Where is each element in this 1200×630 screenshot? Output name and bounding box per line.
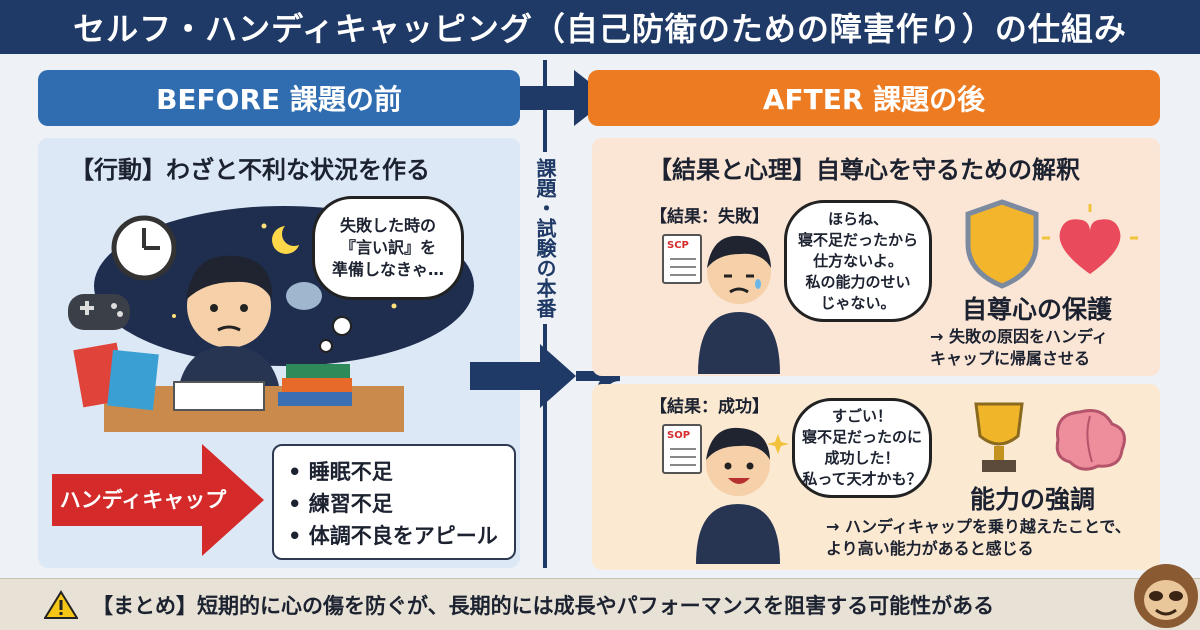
failure-speech-bubble: ほらね、 寝不足だったから 仕方ないよ。 私の能力のせい じゃない。 [784, 200, 932, 322]
night-study-illustration [68, 206, 474, 432]
sad-student-icon [698, 235, 780, 374]
handicap-label: ハンディキャップ [59, 488, 227, 512]
sloth-icon [1134, 564, 1198, 628]
failure-concept-title: 自尊心の保護 [962, 295, 1113, 324]
document-icon: SCP [662, 234, 702, 284]
success-speech-bubble: すごい！ 寝不足だったのに 成功した！ 私って天才かも？ [792, 398, 932, 498]
document-icon: SOP [662, 424, 702, 474]
gamepad-icon [68, 294, 130, 330]
thought-bubble: 失敗した時の 『言い訳』を 準備しなきゃ… [312, 196, 464, 300]
success-concept-title: 能力の強調 [970, 485, 1096, 514]
happy-student-icon [696, 427, 789, 564]
list-item: 練習不足 [288, 488, 500, 520]
list-item: 体調不良をアピール [288, 520, 500, 552]
heart-icon [1042, 204, 1138, 274]
summary-bar: 【まとめ】短期的に心の傷を防ぐが、長期的には成長やパフォーマンスを阻害する可能性… [0, 578, 1200, 630]
trophy-icon [974, 402, 1024, 472]
handicap-list: 睡眠不足 練習不足 体調不良をアピール [272, 444, 516, 560]
shield-heart-icons [965, 199, 1138, 289]
before-heading: 【行動】わざと不利な状況を作る [70, 156, 430, 184]
summary-text: 【まとめ】短期的に心の傷を防ぐが、長期的には成長やパフォーマンスを阻害する可能性… [92, 593, 995, 618]
page-title: セルフ・ハンディキャッピング（自己防衛のための障害作り）の仕組み [0, 0, 1200, 54]
header-arrow-icon [520, 70, 610, 126]
after-heading: 【結果と心理】自尊心を守るための解釈 [648, 156, 1080, 184]
success-label: 【結果：成功】 [650, 397, 769, 417]
before-header: BEFORE 課題の前 [38, 70, 520, 126]
clock-icon [111, 215, 177, 281]
books-icon [278, 364, 352, 406]
trophy-brain-icons [974, 402, 1126, 472]
warning-icon [44, 589, 78, 619]
after-header: AFTER 課題の後 [588, 70, 1160, 126]
divider-label: 課題・試験の本番 [533, 152, 557, 324]
handicap-arrow-icon [52, 444, 264, 556]
brain-icon [1055, 409, 1126, 471]
moon-icon [272, 222, 306, 254]
success-concept-desc: → ハンディキャップを乗り越えたことで、 より高い能力があると感じる [826, 517, 1131, 558]
shield-icon [965, 199, 1039, 289]
failure-label: 【結果：失敗】 [650, 207, 769, 227]
list-item: 睡眠不足 [288, 456, 500, 488]
failure-concept-desc: → 失敗の原因をハンディ キャップに帰属させる [930, 327, 1108, 368]
